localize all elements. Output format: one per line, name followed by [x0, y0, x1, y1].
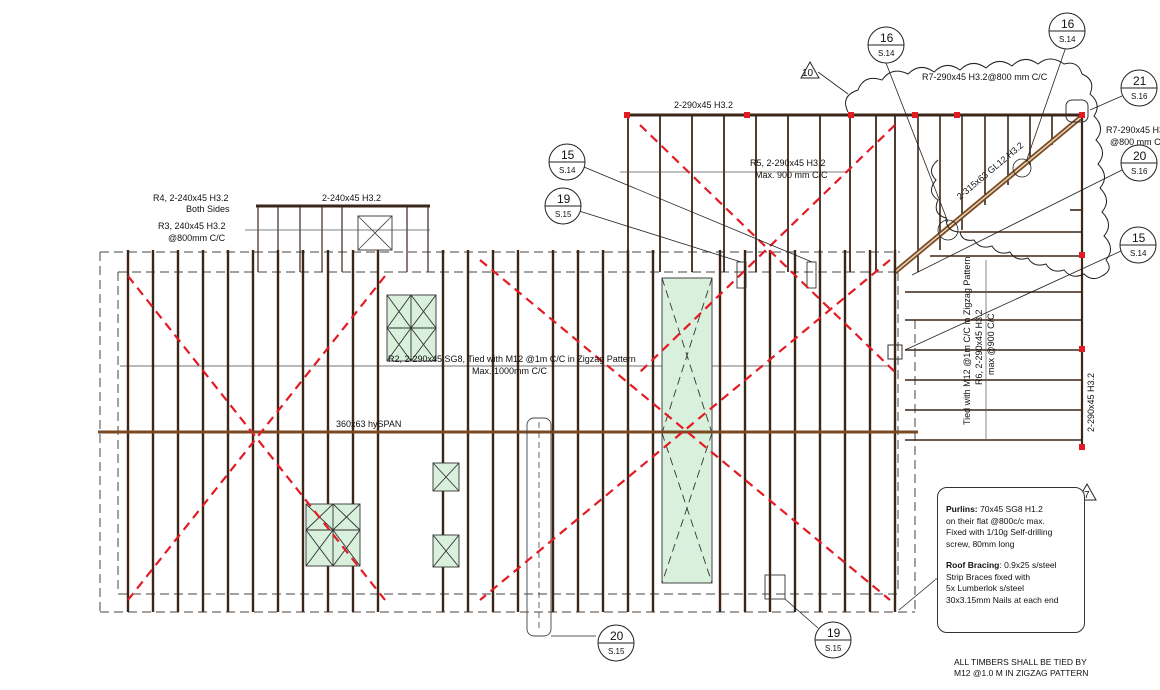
label-r7-right-spacing: @800 mm C: [1110, 137, 1160, 147]
revision-cloud: [845, 58, 1111, 280]
label-r7-right: R7-290x45 H3: [1106, 125, 1160, 135]
label-both-sides: Both Sides: [186, 204, 230, 214]
callout-19-b: 19 S.15: [814, 621, 852, 659]
purlins-spec: Purlins: 70x45 SG8 H1.2: [946, 504, 1043, 514]
label-r2: R2, 2-290x45 SG8, Tied with M12 @1m C/C …: [388, 354, 636, 364]
general-note: ALL TIMBERS SHALL BE TIED BY M12 @1.0 M …: [954, 657, 1088, 679]
label-hyspan: 360x63 hySPAN: [336, 419, 401, 429]
label-r6: R6, 2-290x45 H3.2: [974, 309, 984, 385]
bracing-spec-line2: Strip Braces fixed with: [946, 571, 1031, 582]
callout-bubbles: 16 S.14 16 S.14 21 S.16 20 S.16 15 S.14: [544, 12, 1158, 662]
svg-text:S.14: S.14: [878, 49, 895, 58]
svg-text:S.16: S.16: [1131, 92, 1148, 101]
callout-20-a: 20 S.16: [1120, 144, 1158, 182]
svg-text:16: 16: [1061, 17, 1075, 31]
specification-note: Purlins: 70x45 SG8 H1.2 on their flat @8…: [937, 487, 1085, 633]
label-top-mid-beam: 2-290x45 H3.2: [674, 100, 733, 110]
bracing-spec-line4: 30x3.15mm Nails at each end: [946, 594, 1059, 605]
hip-wing-framing: [887, 99, 1089, 448]
general-note-line2: M12 @1.0 M IN ZIGZAG PATTERN: [954, 668, 1089, 678]
purlins-spec-line3: Fixed with 1/10g Self-drilling: [946, 527, 1053, 537]
svg-text:19: 19: [557, 192, 571, 206]
svg-text:S.14: S.14: [559, 166, 576, 175]
label-r4: R4, 2-240x45 H3.2: [153, 193, 229, 203]
roof-bracing: [127, 124, 896, 601]
svg-text:S.16: S.16: [1131, 167, 1148, 176]
svg-text:20: 20: [1133, 149, 1147, 163]
connection-points: [624, 112, 1085, 450]
svg-text:S.14: S.14: [1130, 249, 1147, 258]
callout-leaders: [551, 43, 1123, 637]
callout-16-b: 16 S.14: [1048, 12, 1086, 50]
callout-15-a: 15 S.14: [1119, 226, 1157, 264]
bracing-spec-line3: 5x Lumberlok s/steel: [946, 583, 1024, 593]
svg-text:S.15: S.15: [608, 647, 625, 656]
porch-framing-middle: [620, 113, 1084, 289]
svg-text:S.15: S.15: [555, 210, 572, 219]
callout-15-b: 15 S.14: [548, 143, 586, 181]
svg-text:20: 20: [610, 629, 624, 643]
purlins-spec-line2: on their flat @800c/c max.: [946, 515, 1045, 526]
general-note-line1: ALL TIMBERS SHALL BE TIED BY: [954, 657, 1087, 667]
callout-21: 21 S.16: [1120, 69, 1158, 107]
label-r5: R5, 2-290x45 H3.2: [750, 158, 826, 168]
svg-text:15: 15: [1132, 231, 1146, 245]
svg-text:S.15: S.15: [825, 644, 842, 653]
bracing-spec: Roof Bracing: 0.9x25 s/steel: [946, 560, 1057, 570]
svg-text:15: 15: [561, 148, 575, 162]
svg-text:21: 21: [1133, 74, 1147, 88]
svg-text:19: 19: [827, 626, 841, 640]
label-r3: R3, 240x45 H3.2: [158, 221, 226, 231]
label-r3-spacing: @800mm C/C: [168, 233, 226, 243]
label-r5-spacing: Max. 900 mm C/C: [755, 170, 828, 180]
purlins-spec-line4: screw, 80mm long: [946, 538, 1015, 549]
callout-19-a: 19 S.15: [544, 187, 582, 225]
label-top-left-beam: 2-240x45 H3.2: [322, 193, 381, 203]
revision-10: 10: [802, 68, 814, 79]
callout-20-b: 20 S.15: [597, 624, 635, 662]
label-r6-spacing: max @900 C/C: [986, 313, 996, 375]
porch-framing-left: [245, 204, 430, 272]
callout-16-a: 16 S.14: [867, 26, 905, 64]
revision-7: 7: [1084, 490, 1090, 501]
label-r7: R7-290x45 H3.2@800 mm C/C: [922, 72, 1048, 82]
hyspan-beam: [98, 417, 918, 637]
label-r6-tie: Tied with M12 @1m C/C in Zigzag Pattern: [962, 257, 972, 425]
svg-text:S.14: S.14: [1059, 35, 1076, 44]
svg-text:16: 16: [880, 31, 894, 45]
label-right-beam: 2-290x45 H3.2: [1086, 373, 1096, 432]
label-r2-spacing: Max. 1000mm C/C: [472, 366, 548, 376]
